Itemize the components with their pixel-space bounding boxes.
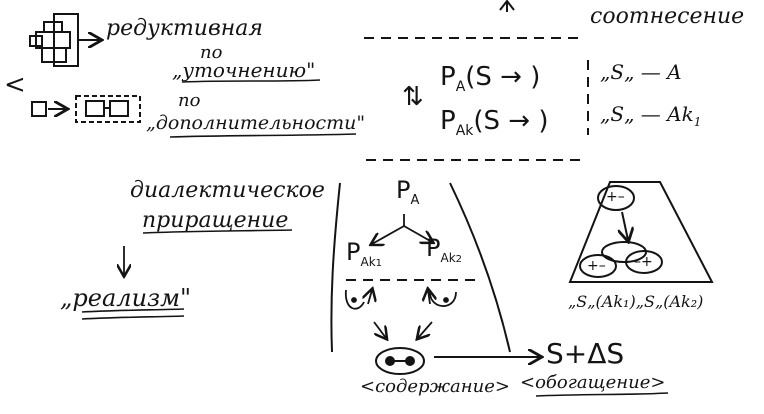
po-label-2: по — [178, 90, 201, 111]
formula-pak-args: (S → ) — [473, 106, 549, 136]
tree-child-2: PAk2 — [426, 236, 462, 265]
po-label-1: по — [200, 42, 223, 63]
formula-pa-sub: A — [455, 79, 466, 96]
relation-title: соотнесение — [590, 4, 745, 29]
top-arrow-fragment — [499, 0, 515, 12]
dialectical-label: диалектическое — [130, 178, 325, 203]
result-label: S+ΔS — [546, 337, 625, 370]
tree-root-p: P — [396, 176, 411, 204]
cup-right — [428, 290, 457, 307]
mapping-2: „S„ — Ak1 — [600, 104, 701, 128]
tree-branches — [372, 214, 432, 244]
tree-child-1-p: P — [346, 238, 361, 266]
content-label: <содержание> — [360, 376, 510, 397]
tree-root-sub: A — [410, 192, 420, 208]
formula-pa-p: P — [440, 62, 456, 92]
formula-pak-p: P — [440, 106, 456, 136]
formula-pa-args: (S → ) — [465, 62, 541, 92]
enrichment-label: <обогащение> — [520, 372, 666, 393]
complement-icon — [31, 95, 141, 123]
mapping-1: „S„ — A — [600, 60, 682, 84]
tree-child-1-sub: Ak — [360, 254, 376, 269]
component-icon — [29, 13, 100, 67]
tree-child-2-idx: 2 — [455, 253, 463, 265]
increment-label: приращение — [142, 208, 289, 233]
realism-label: „реализм" — [60, 284, 192, 312]
content-symbol — [375, 347, 425, 375]
tree-child-2-sub: Ak — [440, 250, 456, 265]
by-refinement-label: „уточнению" — [172, 58, 316, 82]
reductive-label: редуктивная — [106, 16, 263, 41]
tree-child-1: PAk1 — [346, 240, 382, 269]
tree-child-1-idx: 1 — [375, 257, 383, 269]
tree-child-2-p: P — [426, 234, 441, 262]
underlines — [81, 79, 357, 320]
triangle-figure — [568, 181, 714, 283]
mapping-2-sub: 1 — [693, 115, 702, 129]
triangle-top-sign: +– — [606, 189, 625, 205]
triangle-right-sign: –+ — [634, 254, 653, 270]
formula-pa: PA(S → ) — [440, 64, 540, 94]
relation-arrows: ⇅ — [402, 82, 424, 112]
left-bracket: < — [4, 70, 26, 100]
enrichment-underline — [535, 392, 669, 397]
converging-arrows — [373, 321, 433, 338]
by-complement-label: „дополнительности" — [146, 112, 366, 134]
formula-pak-sub: Ak — [455, 123, 474, 140]
funnel-lines — [330, 182, 511, 353]
triangle-caption: „S„(Ak₁)„S„(Ak₂) — [568, 292, 704, 311]
dashed-separators — [346, 37, 589, 281]
tree-root: PA — [396, 178, 419, 207]
formula-pak: PAk(S → ) — [440, 108, 548, 138]
mapping-2-text: „S„ — Ak — [600, 102, 694, 126]
triangle-left-sign: +– — [587, 258, 606, 274]
cup-left — [345, 290, 372, 310]
